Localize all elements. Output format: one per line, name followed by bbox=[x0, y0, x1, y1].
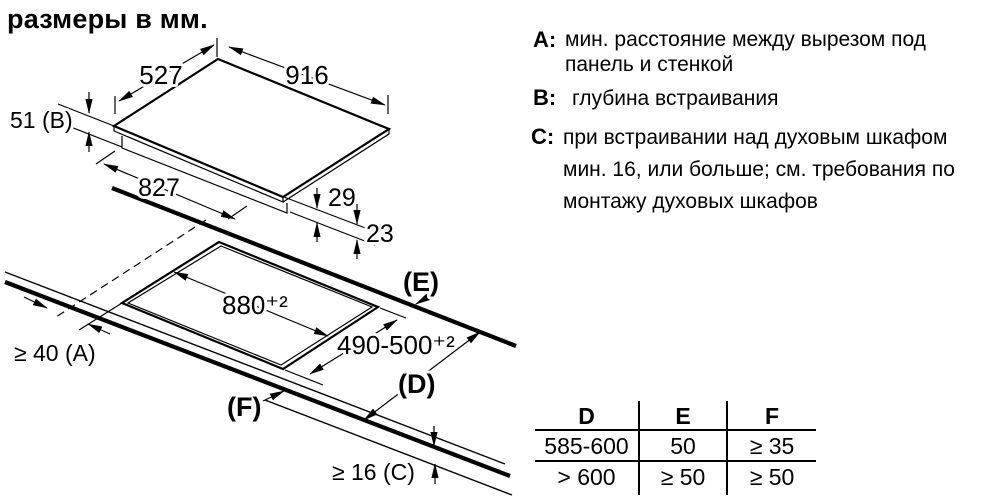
label-f: (F) bbox=[227, 392, 261, 422]
dim-line-827 bbox=[103, 163, 236, 220]
alignment-dashed-line bbox=[55, 219, 207, 318]
table-cell-d2: > 600 bbox=[535, 462, 640, 495]
page-title: размеры в мм. bbox=[7, 4, 208, 34]
table-cell-d1: 585-600 bbox=[535, 431, 640, 462]
legend-c-line1: при встраивании над духовым шкафом bbox=[563, 126, 948, 149]
dim-label-916: 916 bbox=[285, 60, 328, 90]
dim-label-16c: ≥ 16 (C) bbox=[332, 459, 415, 485]
dim-label-880: 880⁺² bbox=[222, 290, 288, 320]
legend-key-b: B: bbox=[533, 85, 557, 110]
worktop-bottom-edge bbox=[264, 399, 513, 496]
legend-a-line1: мин. расстояние между вырезом под bbox=[565, 28, 926, 51]
table-cell-e2: ≥ 50 bbox=[640, 462, 728, 495]
table-header-d: D bbox=[535, 401, 640, 431]
dim-label-490-500: 490-500⁺² bbox=[337, 330, 455, 360]
dim-label-51b: 51 (B) bbox=[10, 107, 73, 133]
legend-key-a: A: bbox=[533, 27, 557, 52]
legend-c-line2: мин. 16, или больше; см. требования по bbox=[563, 158, 955, 181]
table-cell-f2: ≥ 50 bbox=[749, 464, 795, 490]
dim-label-40a: ≥ 40 (A) bbox=[14, 340, 96, 366]
ext-line bbox=[379, 307, 407, 319]
dim-line-880 bbox=[173, 271, 329, 337]
arrow-e bbox=[415, 293, 434, 305]
arrow-f bbox=[262, 390, 285, 402]
arrow-a-1 bbox=[23, 296, 48, 309]
table-header-f: F bbox=[728, 401, 816, 431]
ext-ticks bbox=[114, 38, 389, 114]
dim-line-490-500 bbox=[309, 319, 398, 375]
label-e: (E) bbox=[403, 267, 439, 297]
dim-label-527: 527 bbox=[139, 60, 182, 90]
label-d: (D) bbox=[398, 369, 435, 399]
ext-line-a bbox=[78, 302, 123, 331]
dim-label-827: 827 bbox=[138, 174, 180, 202]
legend-c-line3: монтажу духовых шкафов bbox=[563, 190, 818, 213]
arrow-a-2 bbox=[87, 323, 111, 335]
table-cell-f1: ≥ 35 bbox=[728, 431, 816, 462]
def-spec-table: D E F 585-600 50 ≥ 35 > 600 ≥ 50 ≥ 50 bbox=[535, 401, 816, 495]
worktop-front-edge-top bbox=[4, 271, 506, 465]
dim-line-d bbox=[363, 331, 481, 421]
dim-label-23: 23 bbox=[366, 220, 394, 248]
dim-line-916 bbox=[228, 46, 386, 106]
worktop-front-edge bbox=[4, 280, 511, 478]
legend-a-line2: панель и стенкой bbox=[565, 53, 734, 76]
table-header-e: E bbox=[640, 401, 728, 431]
installation-drawing: 527 916 51 (B) 827 29 23 880⁺² 490-500⁺²… bbox=[4, 38, 517, 496]
ext-line bbox=[284, 369, 324, 386]
dim-line-527 bbox=[118, 44, 215, 102]
legend-b-line1: глубина встраивания bbox=[572, 87, 779, 110]
dim-label-29: 29 bbox=[328, 184, 356, 212]
worktop-drawing bbox=[4, 186, 517, 496]
cooktop-drawing bbox=[57, 38, 392, 259]
legend-key-c: C: bbox=[531, 124, 555, 149]
table-cell-e1: 50 bbox=[640, 431, 728, 462]
